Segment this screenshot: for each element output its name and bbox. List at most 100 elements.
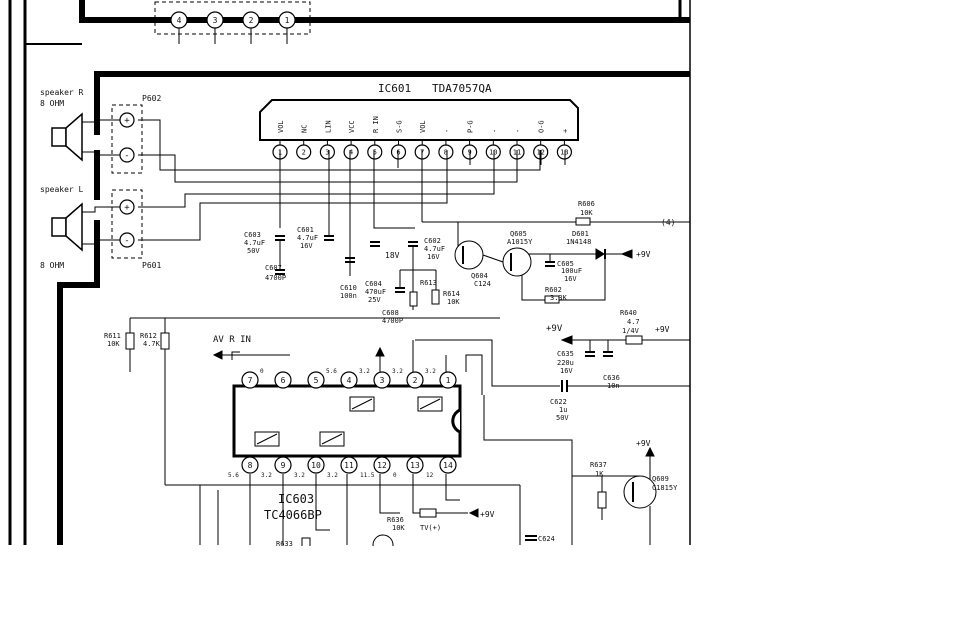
c622-val: 1u xyxy=(559,406,567,414)
c603-volt: 50V xyxy=(247,247,260,255)
d601-ref: D601 xyxy=(572,230,589,238)
ic603-volt-11: 3.2 xyxy=(327,472,338,479)
component-labels: C603 4.7uF 50V C601 4.7uF 16V C607 4700P… xyxy=(104,200,678,548)
ic603-part: TC4066BP xyxy=(264,508,322,522)
plus9v-c: +9V xyxy=(655,325,670,334)
speaker-connector-pin-4: - xyxy=(119,232,135,248)
ic601-pin-label-8: - xyxy=(443,129,451,133)
ic601-pin-8: 8 xyxy=(438,144,454,160)
r637-val: 1K xyxy=(595,470,604,478)
speaker-l: speaker L 8 OHM xyxy=(40,185,127,270)
c624-ref: C624 xyxy=(538,535,555,543)
r614-ref: R614 xyxy=(443,290,460,298)
c601-val: 4.7uF xyxy=(297,234,318,242)
r602-val: 3.3K xyxy=(550,294,568,302)
ic601-pin-4-number: 4 xyxy=(349,148,353,156)
ic603-pin-11-number: 11 xyxy=(344,461,354,470)
c635-ref: C635 xyxy=(557,350,574,358)
ic601-pin-13: 13 xyxy=(556,144,573,160)
ic601-pin-8-number: 8 xyxy=(444,148,448,156)
ic601-pin-13-number: 13 xyxy=(560,148,568,156)
board-outline xyxy=(8,0,691,545)
ic603-volt-8: 5.6 xyxy=(228,472,239,479)
ic601-pin-label-5: R IN xyxy=(372,116,380,133)
c18v-label: 18V xyxy=(385,251,400,260)
ic603-pin-10-number: 10 xyxy=(311,461,321,470)
ic603-pin-3: 3 xyxy=(373,371,391,389)
c610-ref: C610 xyxy=(340,284,357,292)
c635-val: 220u xyxy=(557,359,574,367)
ic603-volt-12: 11.5 xyxy=(360,472,375,479)
speaker-l-label: speaker L xyxy=(40,185,84,194)
ic603-pin-12: 12 xyxy=(373,456,391,474)
c602-val: 4.7uF xyxy=(424,245,445,253)
r640-power: 1/4V xyxy=(622,327,640,335)
ic603-volt-7: 0 xyxy=(260,368,264,375)
ic603-pin-3-number: 3 xyxy=(380,376,385,385)
ic601-pin-label-4: VCC xyxy=(348,120,356,133)
c602-volt: 16V xyxy=(427,253,440,261)
ic603-pin-6-number: 6 xyxy=(281,376,286,385)
ic601-pin-label-12: O-G xyxy=(538,120,546,133)
r640-val: 4.7 xyxy=(627,318,640,326)
r606-ref: R606 xyxy=(578,200,595,208)
ic603-pin-10: 10 xyxy=(307,456,325,474)
top-connector-pin-4: 4 xyxy=(170,11,188,29)
ic603-volt-5: 5.6 xyxy=(326,368,337,375)
c605-ref: C605 xyxy=(557,260,574,268)
ic601-pin-label-11: - xyxy=(514,129,522,133)
ic601-pin-label-10: - xyxy=(490,129,498,133)
ic603-volt-2: 3.2 xyxy=(425,368,436,375)
c605-volt: 16V xyxy=(564,275,577,283)
q609-ref: Q609 xyxy=(652,475,669,483)
ic603-pin-5: 5 xyxy=(307,371,325,389)
c622-ref: C622 xyxy=(550,398,567,406)
ic603-pin-13: 13 xyxy=(406,456,424,474)
p602-label: P602 xyxy=(142,94,161,103)
ic603-pin-8-number: 8 xyxy=(248,461,253,470)
q609-val: C1815Y xyxy=(652,484,678,492)
ic603-volt-13: 0 xyxy=(393,472,397,479)
top-connector-pin-3-number: 3 xyxy=(213,16,218,25)
plus9v-b: +9V xyxy=(546,324,563,334)
speaker-connector-pin-2-number: - xyxy=(124,151,129,161)
top-connector-pin-3: 3 xyxy=(206,11,224,29)
c607-val: 4700P xyxy=(265,274,286,282)
ic601-pin-3: 3 xyxy=(319,144,335,160)
r606-val: 10K xyxy=(580,209,593,217)
ic603-pin-4-number: 4 xyxy=(347,376,352,385)
ic603-pin-9-number: 9 xyxy=(281,461,286,470)
ic601-pin-10: 10 xyxy=(485,144,501,160)
ic601-pin-label-9: P-G xyxy=(467,120,475,133)
speaker-connectors: P602 P601 +-+- xyxy=(111,94,161,270)
ic601-part: TDA7057QA xyxy=(432,82,492,95)
ic603-pin-14-number: 14 xyxy=(443,461,453,470)
ic601-pin-4: 4 xyxy=(343,144,359,160)
net4-label: (4) xyxy=(661,218,675,227)
q604-val: C124 xyxy=(474,280,491,288)
ic603-pin-14: 14 xyxy=(439,456,457,474)
ic601-pin-5-number: 5 xyxy=(373,148,377,156)
av-r-in-label: AV R IN xyxy=(213,335,251,345)
ic601-pin-label-13: + xyxy=(561,129,569,133)
ic603-pin-6: 6 xyxy=(274,371,292,389)
r611-ref: R611 xyxy=(104,332,121,340)
ic603-pin-1: 1 xyxy=(439,371,457,389)
ic603-pin-5-number: 5 xyxy=(314,376,319,385)
r613-ref: R613 xyxy=(420,279,437,287)
ic603-pin-7: 7 xyxy=(241,371,259,389)
ic603-pin-2: 2 xyxy=(406,371,424,389)
speaker-connector-pin-1-number: + xyxy=(124,116,130,126)
ic603-volt-4: 3.2 xyxy=(359,368,370,375)
d601-val: 1N4148 xyxy=(566,238,591,246)
ic603-volt-10: 3.2 xyxy=(294,472,305,479)
ic601-pin-10-number: 10 xyxy=(489,148,497,156)
c608-ref: C608 xyxy=(382,309,399,317)
ic603-pin-7-number: 7 xyxy=(248,376,253,385)
ic603-pin-4: 4 xyxy=(340,371,358,389)
plus9v-a: +9V xyxy=(636,250,651,259)
c605-val: 100uF xyxy=(561,267,582,275)
c604-val: 470uF xyxy=(365,288,386,296)
